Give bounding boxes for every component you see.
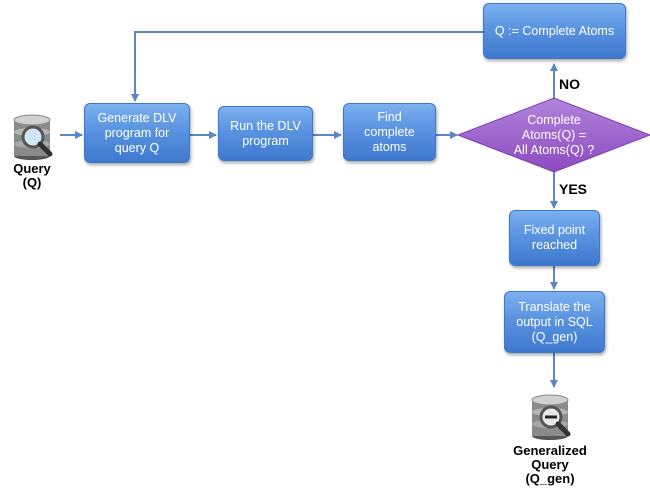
decision-label: Complete Atoms(Q) = All Atoms(Q) ?	[513, 113, 595, 157]
translate-output-sql-box: Translate the output in SQL (Q_gen)	[504, 291, 605, 353]
arrow-loop-to-generate	[131, 31, 483, 102]
decision-diamond	[456, 97, 650, 173]
query-label: Query (Q)	[13, 161, 51, 190]
run-dlv-program-box: Run the DLV program	[218, 106, 313, 161]
complete-atoms-assign-box: Q := Complete Atoms	[483, 3, 626, 59]
branch-no-label: NO	[559, 76, 580, 92]
database-search-icon	[13, 114, 53, 160]
branch-yes-label: YES	[559, 181, 588, 197]
find-complete-atoms-box: Find complete atoms	[343, 103, 436, 161]
generate-dlv-program-box: Generate DLV program for query Q	[84, 103, 190, 163]
fixed-point-reached-box: Fixed point reached	[509, 210, 600, 266]
database-search-icon	[531, 394, 571, 440]
generalized-query-label: Generalized Query (Q_gen)	[513, 443, 587, 486]
